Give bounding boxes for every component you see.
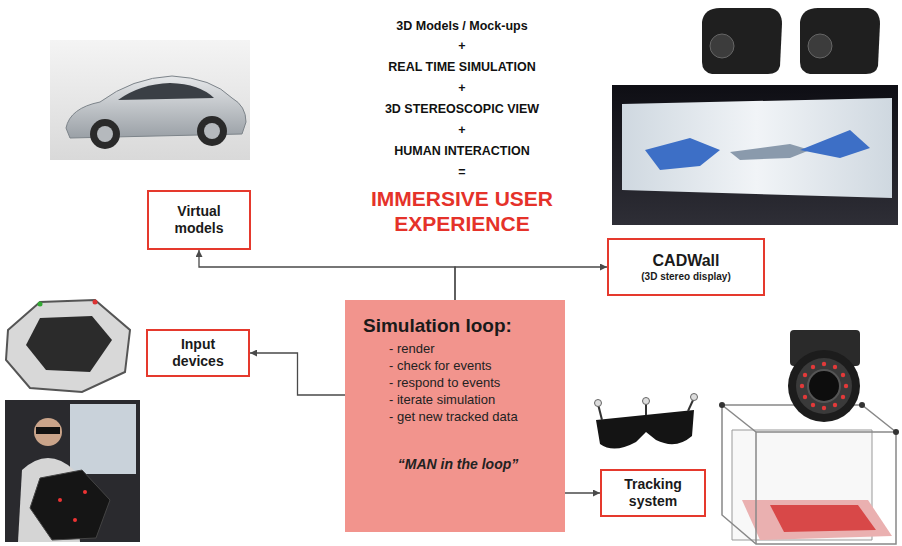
projector-lens xyxy=(710,34,734,58)
loophead-text: Simulation loop: xyxy=(363,314,512,337)
formula-term: 3D STEREOSCOPIC VIEW xyxy=(312,101,612,117)
output-box: Virtual models xyxy=(147,190,251,250)
photo-background xyxy=(5,400,140,542)
aircraft-model xyxy=(645,138,720,170)
led-dots xyxy=(800,362,848,410)
cadwall-screen xyxy=(622,98,892,198)
photo-screen xyxy=(70,404,136,474)
cube-floor xyxy=(742,500,892,540)
projector-pictures xyxy=(702,8,880,74)
process-box: Simulation loop: - render- check for even… xyxy=(345,300,565,532)
formula-term: HUMAN INTERACTION xyxy=(312,143,612,159)
user-head xyxy=(34,418,62,446)
projector xyxy=(702,8,782,74)
item-text: - check for events xyxy=(363,357,492,374)
projector-lens xyxy=(808,34,832,58)
camera-lens xyxy=(808,370,840,402)
car-wheel xyxy=(197,116,227,146)
formula-term: + xyxy=(312,38,612,54)
aircraft-model xyxy=(800,130,870,158)
formula-term: REAL TIME SIMULATION xyxy=(312,59,612,75)
connector-arrow xyxy=(565,492,600,493)
cadwall-room xyxy=(612,85,898,225)
tracking-cube-picture xyxy=(719,402,899,544)
car-wheel xyxy=(90,119,120,149)
car-rim xyxy=(97,126,113,142)
marker-dot xyxy=(73,518,77,522)
formula-term: + xyxy=(312,80,612,96)
head-text: CADWall xyxy=(653,251,720,270)
box-text: Input devices xyxy=(154,336,242,370)
marker-ball xyxy=(643,398,650,405)
camera-mount xyxy=(859,402,865,408)
item-text: - get new tracked data xyxy=(363,408,518,425)
connector-arrow xyxy=(199,250,455,300)
user-photo xyxy=(5,400,140,542)
display-box: CADWall(3D stereo display) xyxy=(607,238,765,296)
small-text: (3D stereo display) xyxy=(641,270,730,283)
tracking-box: Tracking system xyxy=(600,469,706,517)
tracked-area xyxy=(770,505,876,532)
formula-term: = xyxy=(312,164,612,180)
projector xyxy=(800,8,880,74)
car-picture xyxy=(50,40,250,160)
connector-arrow xyxy=(455,267,607,300)
led-ring xyxy=(796,358,852,414)
marker-dot xyxy=(93,300,98,305)
car-background xyxy=(50,40,250,160)
cube-edge xyxy=(722,405,756,432)
formula-term: 3D Models / Mock-ups xyxy=(312,18,612,34)
marker-dot xyxy=(58,498,62,502)
input-device-core xyxy=(26,316,112,372)
cadwall-picture xyxy=(612,85,898,225)
stereo-glasses xyxy=(596,410,694,449)
connector-arrow xyxy=(250,353,345,395)
cube-frame xyxy=(722,405,896,544)
car-window xyxy=(118,83,214,100)
camera-mount xyxy=(719,402,725,408)
man-text: “MAN in the loop” xyxy=(398,455,519,473)
box-text: Virtual models xyxy=(155,203,243,237)
marker-dot xyxy=(83,490,87,494)
input-box: Input devices xyxy=(146,329,250,377)
item-text: - render xyxy=(363,340,435,357)
box-text: Tracking system xyxy=(608,476,698,510)
marker-dot xyxy=(38,302,43,307)
input-device xyxy=(6,300,130,392)
tracked-glasses-picture xyxy=(595,394,698,449)
user-glasses xyxy=(36,427,60,434)
item-text: - iterate simulation xyxy=(363,391,495,408)
item-text: - respond to events xyxy=(363,374,500,391)
cube-edge xyxy=(755,432,757,544)
marker-ball xyxy=(691,394,698,401)
result-heading: IMMERSIVE USER EXPERIENCE xyxy=(342,186,582,236)
formula-term: + xyxy=(312,122,612,138)
handheld-device xyxy=(30,470,110,540)
car-rim xyxy=(204,123,220,139)
cube-edge xyxy=(756,431,896,433)
aircraft-model xyxy=(730,144,810,160)
input-device-picture xyxy=(6,300,130,393)
camera-front xyxy=(788,350,860,422)
camera-mount xyxy=(893,429,899,435)
marker-ball xyxy=(595,400,602,407)
tracking-camera-picture xyxy=(788,330,860,422)
